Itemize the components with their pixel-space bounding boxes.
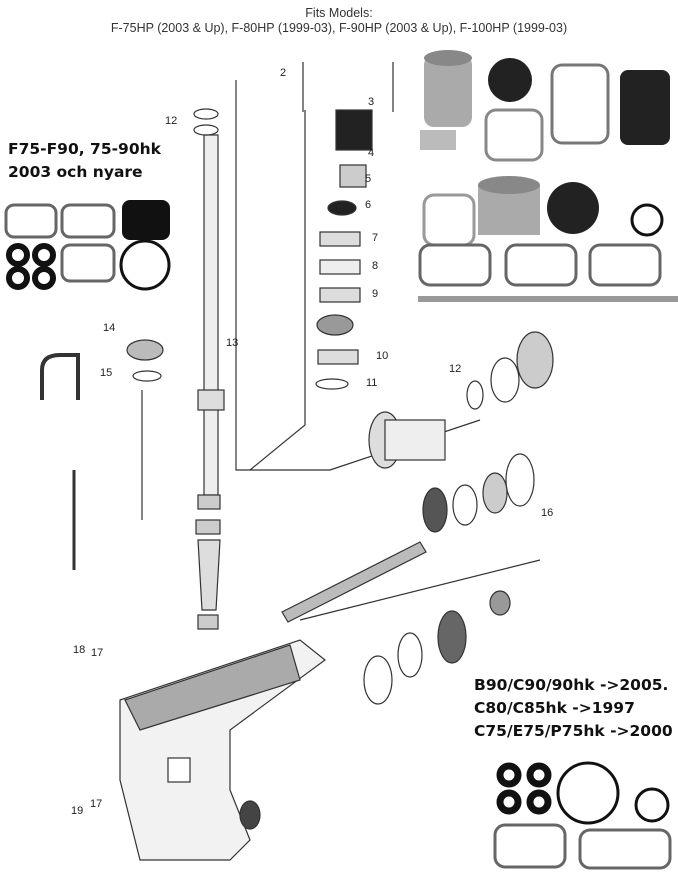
callout-6: 6 xyxy=(365,199,372,211)
pump-housing xyxy=(335,109,373,151)
callout-16: 16 xyxy=(541,507,554,519)
left-kit-label-2: 2003 och nyare xyxy=(8,163,143,181)
callout-15: 15 xyxy=(100,367,113,379)
callout-12b: 12 xyxy=(449,363,462,375)
callout-11: 11 xyxy=(366,377,378,389)
right-kit-label-1: B90/C90/90hk ->2005. xyxy=(474,676,669,694)
callout-19: 19 xyxy=(71,805,84,817)
callout-17b: 17 xyxy=(90,798,103,810)
callout-13: 13 xyxy=(226,337,239,349)
callout-2: 2 xyxy=(280,67,287,79)
callout-17: 17 xyxy=(91,647,104,659)
propeller-shaft xyxy=(281,541,427,623)
callout-10: 10 xyxy=(376,350,389,362)
sleeve xyxy=(197,539,221,611)
leader-line xyxy=(235,80,330,471)
callout-18: 18 xyxy=(73,644,86,656)
right-kit-label-2: C80/C85hk ->1997 xyxy=(474,699,635,717)
leader-line xyxy=(249,110,306,471)
callout-9: 9 xyxy=(372,288,379,300)
pump-liner xyxy=(339,164,367,188)
callout-7: 7 xyxy=(372,232,379,244)
right-kit-label-3: C75/E75/P75hk ->2000 xyxy=(474,722,673,740)
callout-8: 8 xyxy=(372,260,379,272)
callout-12: 12 xyxy=(165,115,178,127)
leader-line xyxy=(299,559,541,621)
callout-4: 4 xyxy=(368,147,375,159)
fits-models-title: Fits Models: xyxy=(305,6,373,20)
fits-models-list: F-75HP (2003 & Up), F-80HP (1999-03), F-… xyxy=(110,21,568,35)
impeller xyxy=(327,200,357,216)
callout-3: 3 xyxy=(368,96,375,108)
callout-14: 14 xyxy=(103,322,116,334)
left-kit-label-1: F75-F90, 75-90hk xyxy=(8,140,161,158)
callout-5: 5 xyxy=(365,173,372,185)
